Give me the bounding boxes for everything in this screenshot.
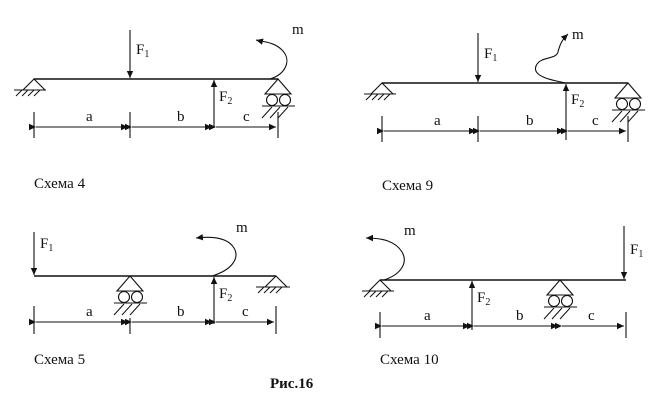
moment-label: m — [236, 220, 248, 236]
scheme-10: m F2 F1 a b c Схема 10 — [362, 223, 643, 368]
pin-support-right — [256, 275, 290, 294]
moment-label: m — [404, 223, 416, 239]
moment-label: m — [292, 22, 304, 38]
force-f1-label: F1 — [136, 42, 149, 60]
dim-a-label: a — [424, 308, 431, 324]
dim-a-label: a — [86, 304, 93, 320]
moment-arrow — [255, 38, 288, 80]
dim-c-label: c — [243, 109, 250, 125]
dim-a-label: a — [434, 113, 441, 129]
roller-support-middle — [113, 275, 147, 316]
moment-arrow — [534, 33, 569, 84]
force-f1-label: F1 — [484, 46, 497, 64]
scheme-4: F1 F2 m a b c Схема 4 — [14, 22, 304, 192]
dim-c-label: c — [588, 308, 595, 324]
scheme-caption: Схема 5 — [34, 352, 85, 368]
force-f2-label: F2 — [477, 290, 490, 308]
roller-support-middle — [543, 279, 577, 320]
dimension-line — [375, 312, 627, 338]
scheme-5: F1 F2 m a b c — [29, 220, 290, 368]
dim-a-label: a — [86, 109, 93, 125]
dim-c-label: c — [242, 304, 249, 320]
dim-b-label: b — [177, 304, 185, 320]
force-f1-label: F1 — [630, 242, 643, 260]
roller-support-right — [611, 82, 645, 123]
dimension-line — [29, 306, 277, 334]
scheme-9: F1 F2 m a b c Схема 9 — [364, 27, 645, 194]
figure-caption: Рис.16 — [270, 376, 314, 392]
dim-b-label: b — [526, 113, 534, 129]
dimension-line — [377, 116, 629, 142]
scheme-caption: Схема 10 — [380, 352, 439, 368]
force-f2-label: F2 — [219, 286, 232, 304]
dim-b-label: b — [516, 308, 524, 324]
pin-support-left — [362, 279, 394, 298]
force-f2-label: F2 — [219, 89, 232, 107]
roller-support-right — [261, 78, 295, 119]
moment-label: m — [572, 27, 584, 43]
pin-support-left — [14, 78, 47, 97]
moment-arrow — [195, 234, 237, 277]
force-f2-label: F2 — [571, 92, 584, 110]
moment-arrow — [365, 234, 405, 281]
dim-c-label: c — [592, 113, 599, 129]
force-f1-label: F1 — [40, 236, 53, 254]
dim-b-label: b — [177, 109, 185, 125]
dimension-line — [29, 112, 279, 138]
scheme-caption: Схема 4 — [34, 176, 86, 192]
scheme-caption: Схема 9 — [382, 178, 433, 194]
pin-support-left — [364, 82, 396, 101]
